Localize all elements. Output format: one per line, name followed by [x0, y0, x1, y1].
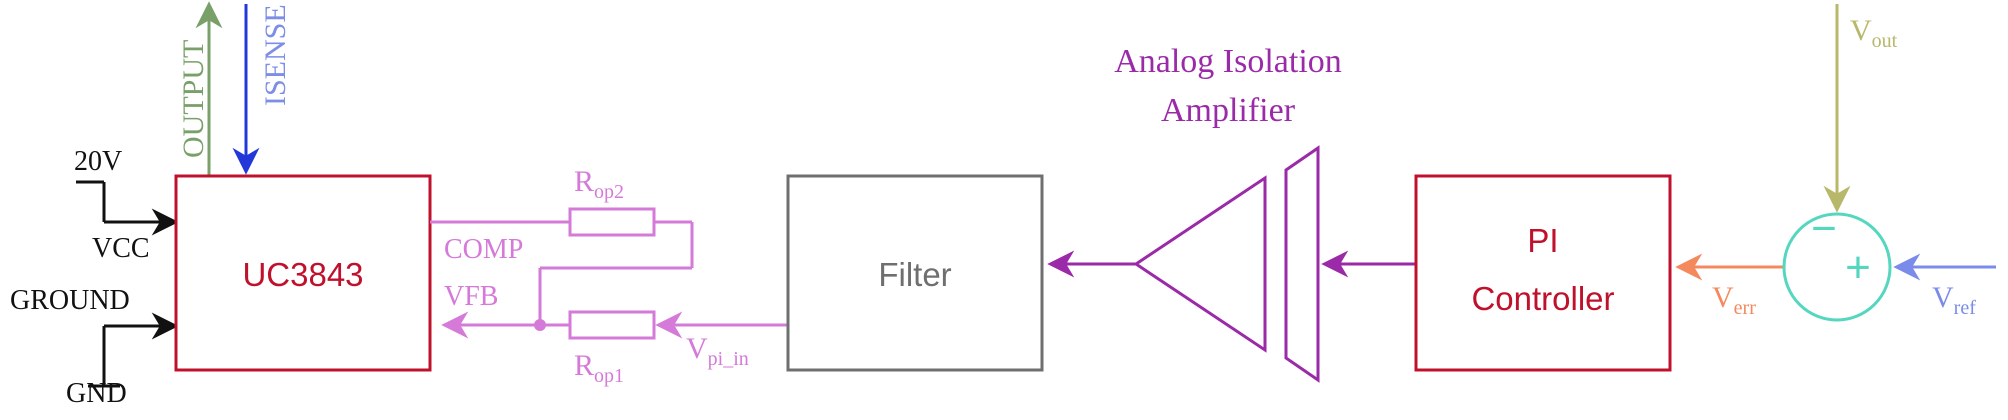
compensation-network — [430, 207, 788, 340]
label-filter: Filter — [878, 256, 951, 293]
v-ref-sub: ref — [1954, 297, 1977, 319]
rop2-sub: op2 — [594, 181, 624, 203]
label-v-out: Vout — [1850, 14, 1898, 52]
sum-minus-sign: − — [1811, 204, 1837, 253]
v-out-sub: out — [1872, 30, 1898, 52]
ground-symbol — [88, 312, 179, 388]
label-vfb: VFB — [444, 281, 498, 312]
label-uc3843: UC3843 — [242, 256, 363, 293]
v-ref-main: V — [1932, 281, 1954, 314]
resistor-rop2 — [568, 207, 656, 237]
label-isense: ISENSE — [259, 4, 292, 106]
v-pi-main: V — [686, 332, 708, 365]
rop2-main: R — [574, 165, 594, 198]
label-v-ref: Vref — [1932, 281, 1976, 319]
label-rop1: Rop1 — [574, 349, 624, 387]
label-20v: 20V — [74, 146, 122, 177]
sum-plus-sign: + — [1845, 243, 1871, 292]
label-v-err: Verr — [1712, 281, 1756, 319]
label-pi-line2: Controller — [1471, 280, 1614, 317]
v-pi-sub: pi_in — [708, 348, 749, 370]
v-err-main: V — [1712, 281, 1734, 314]
junction-dot — [534, 319, 546, 331]
isolation-barrier — [1284, 145, 1320, 383]
supply-20v-symbol — [76, 180, 179, 236]
summing-junction — [1782, 212, 1892, 322]
pi-controller-block — [1414, 174, 1672, 372]
resistor-rop1 — [568, 310, 656, 340]
label-v-pi-in: Vpi_in — [686, 332, 749, 370]
label-comp: COMP — [444, 234, 523, 265]
v-err-sub: err — [1734, 297, 1757, 319]
label-rop2: Rop2 — [574, 165, 624, 203]
label-output: OUTPUT — [177, 40, 210, 158]
label-vcc: VCC — [92, 233, 150, 264]
rop1-main: R — [574, 349, 594, 382]
label-ground: GROUND — [10, 285, 130, 316]
label-gnd: GND — [66, 378, 127, 409]
v-out-main: V — [1850, 14, 1872, 47]
uc3843-block — [174, 174, 432, 372]
label-pi-line1: PI — [1527, 222, 1558, 259]
isolation-amp-triangle — [1133, 175, 1267, 353]
label-iso-line1: Analog Isolation — [1114, 43, 1342, 80]
rop1-sub: op1 — [594, 365, 624, 387]
label-iso-line2: Amplifier — [1161, 92, 1296, 129]
filter-block — [786, 174, 1044, 372]
